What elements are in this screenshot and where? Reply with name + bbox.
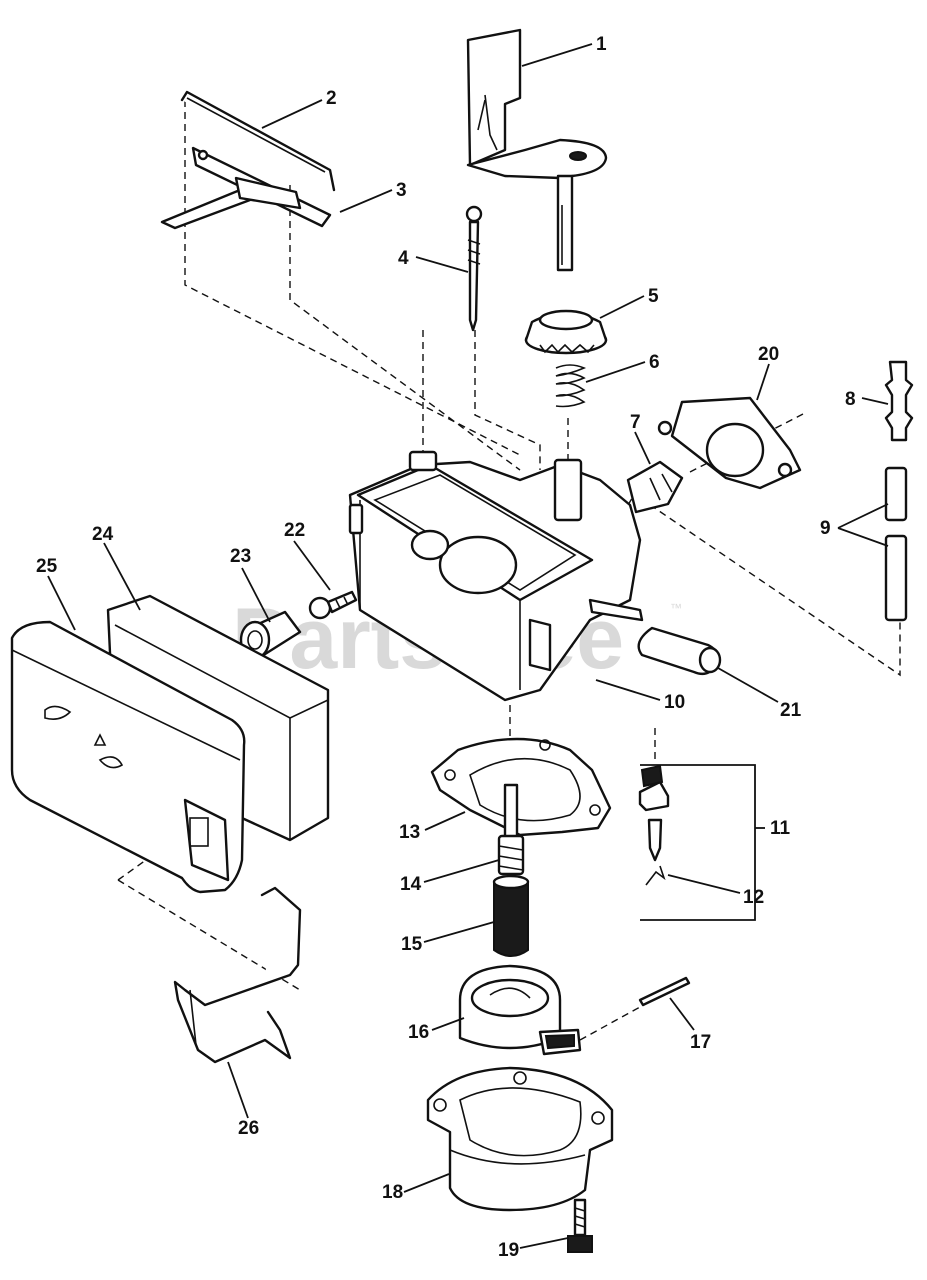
callout-26: 26 [238, 1118, 259, 1139]
part-11-inlet-needle [647, 818, 663, 862]
part-11-group-bracket [640, 764, 756, 921]
leader-lines [47, 43, 889, 1249]
part-26-wire-clip [173, 886, 302, 1064]
part-13-bowl-gasket [430, 737, 612, 837]
part-14-nozzle [497, 783, 525, 876]
alignment-lines [117, 100, 901, 1041]
callout-23: 23 [230, 546, 251, 567]
watermark-trademark: ™ [670, 601, 682, 615]
callout-5: 5 [648, 286, 659, 307]
callout-21: 21 [780, 700, 802, 721]
callout-1: 1 [596, 34, 607, 55]
callout-6: 6 [649, 352, 660, 373]
part-3-control-bracket [160, 146, 332, 230]
callout-7: 7 [630, 412, 641, 433]
callout-9: 9 [820, 518, 831, 539]
callout-2: 2 [326, 88, 337, 109]
callout-16: 16 [408, 1022, 429, 1043]
part-19-bolt [567, 1198, 593, 1253]
part-9-tubes [884, 466, 908, 622]
part-21-tube [637, 626, 722, 676]
part-6-spring [555, 364, 587, 408]
callout-19: 19 [498, 1240, 519, 1261]
part-22-screw [308, 590, 358, 620]
part-17-hinge-pin [638, 976, 691, 1007]
part-2-governor-link [180, 90, 336, 192]
callout-13: 13 [399, 822, 420, 843]
callout-20: 20 [758, 344, 779, 365]
callout-25: 25 [36, 556, 58, 577]
part-10-carburetor-body [348, 450, 644, 702]
callout-labels: 1 2 3 4 5 6 7 20 8 9 10 21 11 12 13 14 1… [36, 34, 856, 1261]
part-25-air-filter-cover [10, 620, 246, 894]
callout-15: 15 [401, 934, 423, 955]
callout-17: 17 [690, 1032, 711, 1053]
callout-14: 14 [400, 874, 422, 895]
part-11-inlet-seat [638, 764, 670, 812]
callout-22: 22 [284, 520, 305, 541]
callout-18: 18 [382, 1182, 403, 1203]
callout-3: 3 [396, 180, 407, 201]
callout-4: 4 [398, 248, 409, 269]
part-4-needle-valve [465, 205, 483, 332]
part-7-choke-plate [626, 460, 684, 514]
part-15-nozzle-tube [492, 874, 530, 957]
part-1-throttle-plate [466, 28, 608, 272]
callout-8: 8 [845, 389, 856, 410]
callout-24: 24 [92, 524, 114, 545]
part-8-fitting [884, 360, 914, 442]
part-5-adjustment-knob [524, 309, 608, 355]
callout-11: 11 [770, 818, 791, 839]
part-18-float-bowl [426, 1066, 614, 1212]
part-20-gasket [657, 396, 802, 490]
callout-10: 10 [664, 692, 685, 713]
part-12-clip [645, 865, 666, 886]
part-16-float [458, 964, 582, 1056]
callout-12: 12 [743, 887, 764, 908]
